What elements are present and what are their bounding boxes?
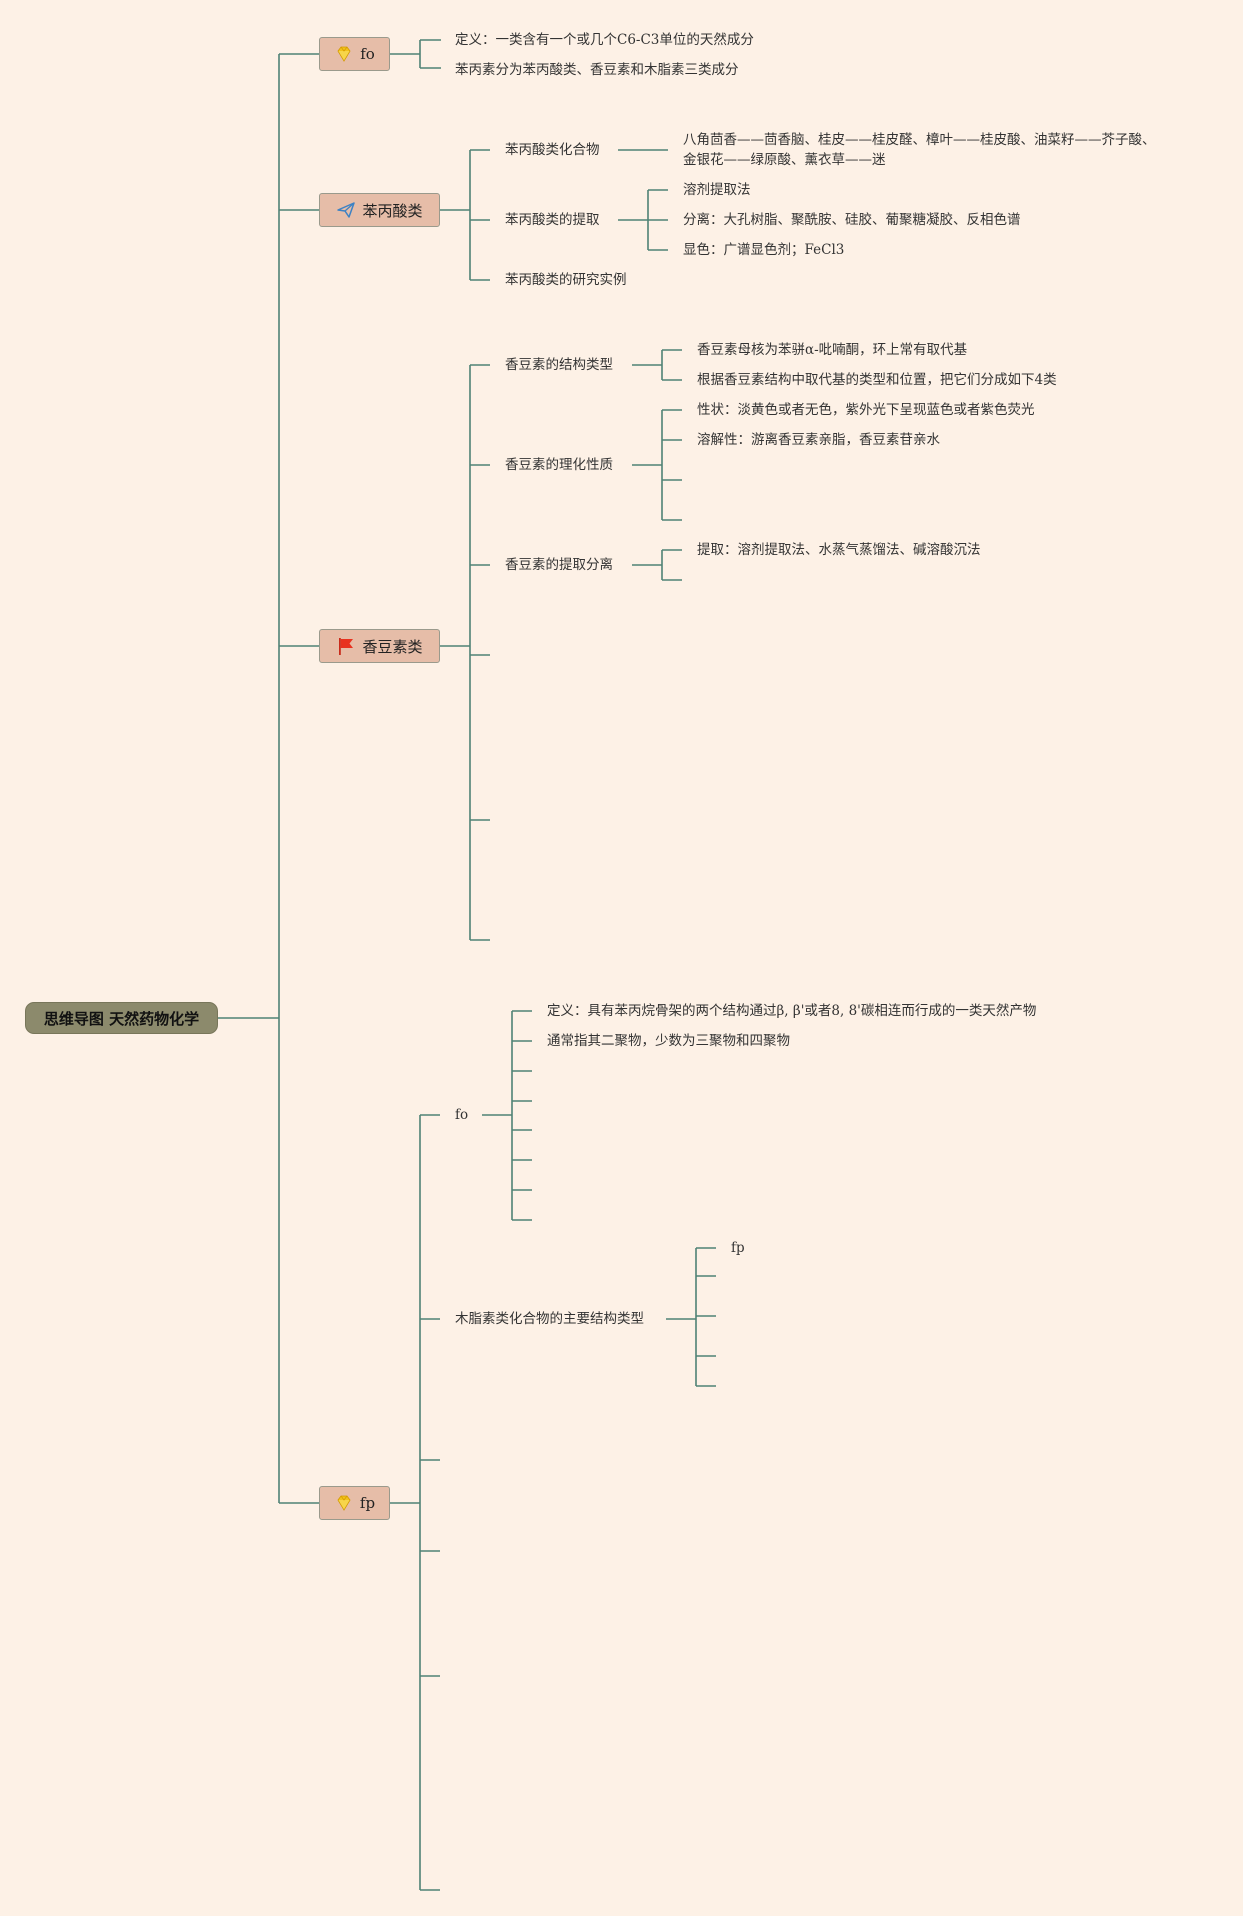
- detail-lignan-fp[interactable]: fp: [731, 1240, 745, 1256]
- detail-lignan-polymers[interactable]: 通常指其二聚物，少数为三聚物和四聚物: [547, 1033, 790, 1049]
- detail-color-reagent[interactable]: 显色：广谱显色剂；FeCl3: [683, 242, 845, 258]
- detail-coumarin-core[interactable]: 香豆素母核为苯骈α-吡喃酮，环上常有取代基: [697, 342, 968, 358]
- subtopic-fo-classes[interactable]: 苯丙素分为苯丙酸类、香豆素和木脂素三类成分: [455, 62, 739, 78]
- root-topic[interactable]: 思维导图 天然药物化学: [25, 1002, 218, 1034]
- detail-coumarin-appearance[interactable]: 性状：淡黄色或者无色，紫外光下呈现蓝色或者紫色荧光: [697, 402, 1035, 418]
- red-flag-icon: [339, 638, 354, 655]
- topic-fo-label: fo: [360, 45, 375, 63]
- topic-coumarins-label: 香豆素类: [362, 637, 423, 656]
- subtopic-phenylpropanoic-extraction[interactable]: 苯丙酸类的提取: [505, 212, 600, 228]
- subtopic-phenylpropanoic-compounds[interactable]: 苯丙酸类化合物: [505, 142, 600, 158]
- gem-icon: [337, 46, 351, 62]
- detail-compounds-line-1[interactable]: 八角茴香——茴香脑、桂皮——桂皮醛、樟叶——桂皮酸、油菜籽——芥子酸、: [683, 132, 1156, 148]
- detail-solvent-extraction[interactable]: 溶剂提取法: [683, 182, 751, 198]
- subtopic-lignan-structure-types[interactable]: 木脂素类化合物的主要结构类型: [455, 1311, 644, 1327]
- root-topic-label: 思维导图 天然药物化学: [43, 1009, 200, 1028]
- subtopic-lignan-fo[interactable]: fo: [455, 1107, 469, 1123]
- gem-icon: [337, 1495, 351, 1511]
- subtopic-coumarin-extraction[interactable]: 香豆素的提取分离: [505, 557, 613, 573]
- topic-phenylpropanoic-acids-label: 苯丙酸类: [362, 201, 423, 220]
- topic-coumarins[interactable]: 香豆素类: [319, 629, 440, 663]
- topic-fp-label: fp: [359, 1494, 376, 1512]
- subtopic-coumarin-properties[interactable]: 香豆素的理化性质: [505, 457, 613, 473]
- topic-fp[interactable]: fp: [319, 1486, 390, 1520]
- subtopic-phenylpropanoic-research[interactable]: 苯丙酸类的研究实例: [505, 272, 627, 288]
- detail-coumarin-extraction-methods[interactable]: 提取：溶剂提取法、水蒸气蒸馏法、碱溶酸沉法: [697, 542, 981, 558]
- detail-lignan-definition[interactable]: 定义：具有苯丙烷骨架的两个结构通过β, β'或者8, 8'碳相连而行成的一类天然…: [547, 1003, 1037, 1019]
- subtopic-coumarin-structure[interactable]: 香豆素的结构类型: [505, 357, 613, 373]
- topic-phenylpropanoic-acids[interactable]: 苯丙酸类: [319, 193, 440, 227]
- detail-separation[interactable]: 分离：大孔树脂、聚酰胺、硅胶、葡聚糖凝胶、反相色谱: [683, 212, 1021, 228]
- detail-compounds-line-2[interactable]: 金银花——绿原酸、薰衣草——迷: [683, 152, 886, 168]
- paper-plane-icon: [337, 202, 356, 218]
- detail-coumarin-solubility[interactable]: 溶解性：游离香豆素亲脂，香豆素苷亲水: [697, 432, 940, 448]
- subtopic-fo-definition[interactable]: 定义：一类含有一个或几个C6-C3单位的天然成分: [455, 32, 754, 48]
- detail-coumarin-types[interactable]: 根据香豆素结构中取代基的类型和位置，把它们分成如下4类: [697, 372, 1057, 388]
- topic-fo[interactable]: fo: [319, 37, 390, 71]
